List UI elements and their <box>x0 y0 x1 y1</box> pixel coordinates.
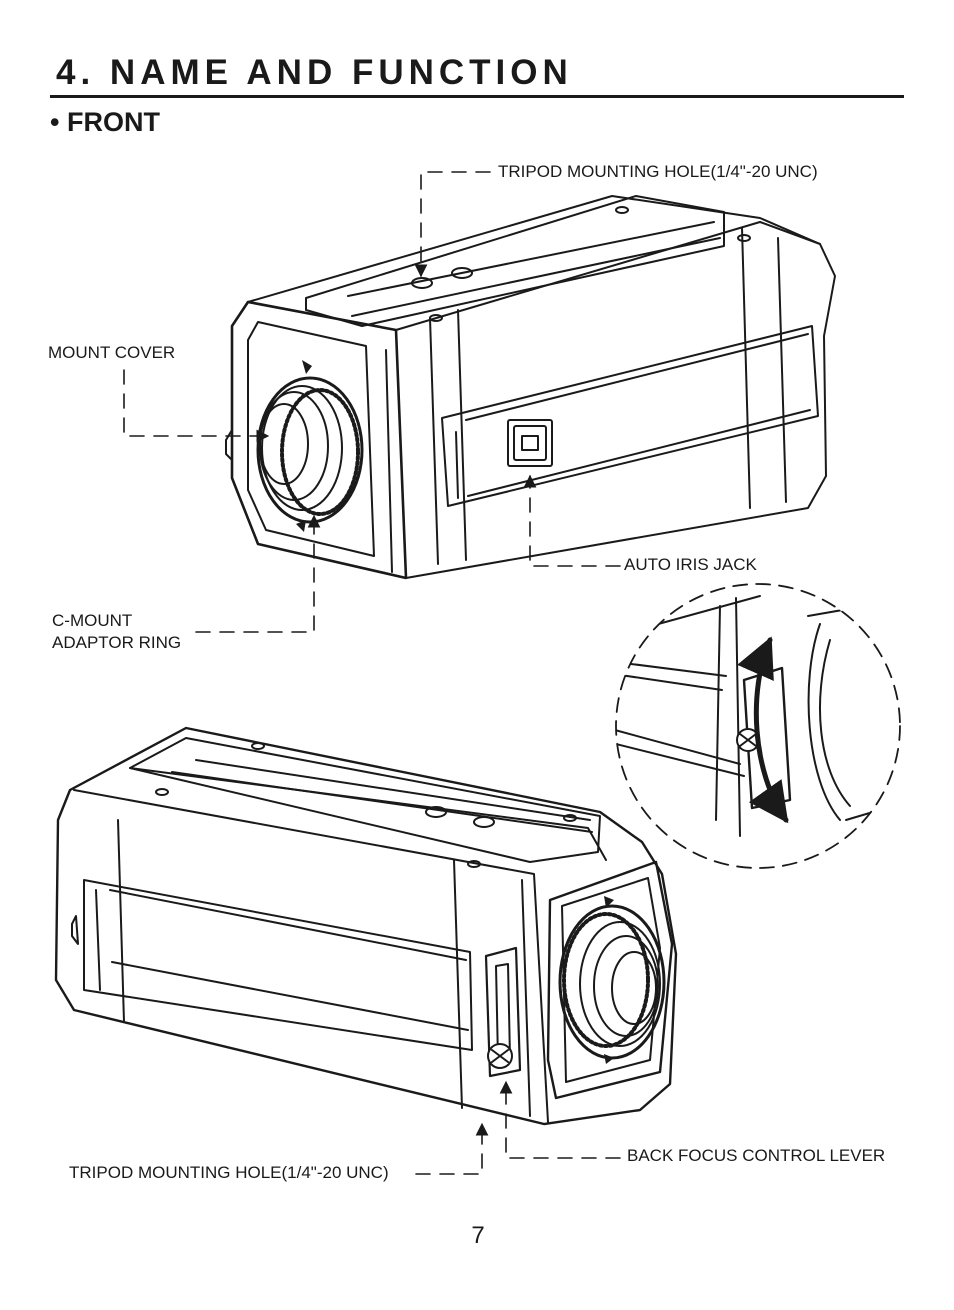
page-title: 4. NAME AND FUNCTION <box>56 53 573 92</box>
bottom-camera-drawing <box>54 726 678 1126</box>
label-auto-iris-jack: AUTO IRIS JACK <box>624 555 757 574</box>
label-back-focus-control-lever: BACK FOCUS CONTROL LEVER <box>627 1146 886 1165</box>
label-c-mount-line2: ADAPTOR RING <box>52 633 182 652</box>
section-heading: • FRONT <box>50 107 160 137</box>
top-callout-leaders <box>123 171 621 633</box>
label-tripod-mounting-hole-bottom: TRIPOD MOUNTING HOLE(1/4"-20 UNC) <box>69 1163 389 1182</box>
title-rule <box>50 95 904 98</box>
back-focus-detail-inset <box>615 583 901 869</box>
label-c-mount-line1: C-MOUNT <box>52 611 133 630</box>
page-number: 7 <box>471 1222 485 1249</box>
label-tripod-mounting-hole-top: TRIPOD MOUNTING HOLE(1/4"-20 UNC) <box>498 162 818 181</box>
top-camera-drawing <box>225 195 836 580</box>
bottom-callout-leaders <box>415 1080 621 1175</box>
label-mount-cover: MOUNT COVER <box>48 343 176 362</box>
